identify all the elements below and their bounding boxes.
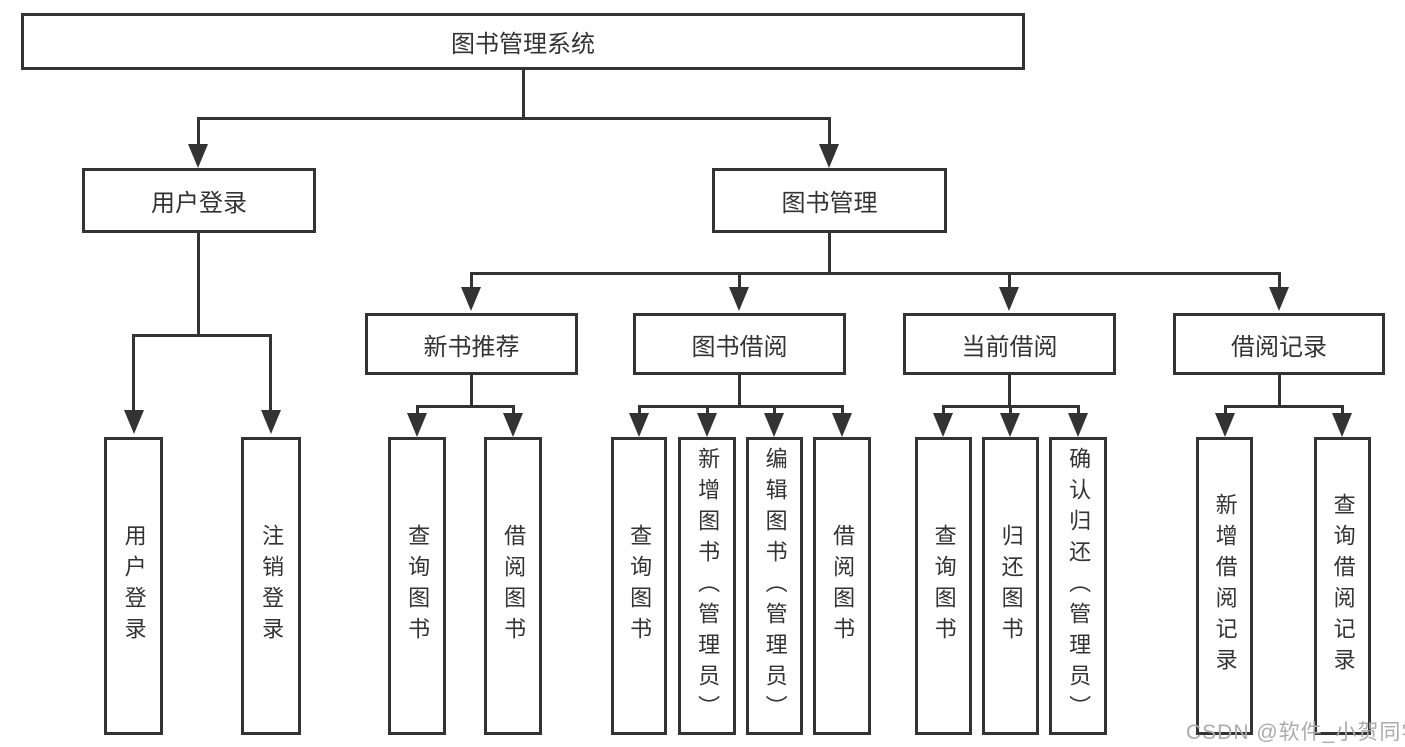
arrow-down-icon bbox=[933, 413, 953, 437]
arrow-down-icon bbox=[1332, 413, 1352, 437]
arrow-down-icon bbox=[629, 413, 649, 437]
connector-line bbox=[828, 233, 831, 274]
node-borrowing-records: 借阅记录 bbox=[1173, 313, 1385, 375]
arrow-down-icon bbox=[697, 413, 717, 437]
connector-line bbox=[1008, 272, 1011, 289]
arrow-down-icon bbox=[124, 410, 144, 434]
arrow-down-icon bbox=[188, 144, 208, 168]
connector-line bbox=[738, 375, 741, 408]
leaf-query-books-current: 查询图书 bbox=[915, 437, 972, 735]
connector-line bbox=[470, 272, 473, 289]
arrow-down-icon bbox=[1068, 413, 1088, 437]
connector-line bbox=[269, 334, 272, 412]
node-library-system: 图书管理系统 bbox=[21, 13, 1025, 70]
leaf-add-borrow-record: 新增借阅记录 bbox=[1196, 437, 1253, 735]
node-new-book-recommend: 新书推荐 bbox=[365, 313, 578, 375]
connector-line bbox=[638, 405, 641, 415]
node-current-borrowing: 当前借阅 bbox=[903, 313, 1116, 375]
arrow-down-icon bbox=[729, 287, 749, 311]
leaf-edit-book-admin: 编辑图书（管理员） bbox=[746, 437, 803, 735]
connector-line bbox=[828, 117, 831, 146]
connector-line bbox=[1077, 405, 1080, 415]
arrow-down-icon bbox=[503, 413, 523, 437]
leaf-borrow-books: 借阅图书 bbox=[813, 437, 871, 735]
arrow-down-icon bbox=[764, 413, 784, 437]
connector-line bbox=[197, 117, 831, 120]
connector-line bbox=[470, 272, 1281, 275]
connector-line bbox=[773, 405, 776, 415]
connector-line bbox=[512, 405, 515, 415]
connector-line bbox=[522, 70, 525, 118]
connector-line bbox=[1224, 405, 1227, 415]
arrow-down-icon bbox=[832, 413, 852, 437]
leaf-user-login: 用户登录 bbox=[104, 437, 163, 735]
node-book-borrowing: 图书借阅 bbox=[633, 313, 846, 375]
connector-line bbox=[197, 117, 200, 146]
arrow-down-icon bbox=[261, 410, 281, 434]
connector-line bbox=[132, 334, 135, 412]
connector-line bbox=[706, 405, 709, 415]
connector-line bbox=[470, 375, 473, 408]
connector-line bbox=[942, 405, 945, 415]
arrow-down-icon bbox=[1269, 287, 1289, 311]
connector-line bbox=[416, 405, 419, 415]
arrow-down-icon bbox=[407, 413, 427, 437]
connector-line bbox=[1278, 375, 1281, 408]
leaf-borrow-books-recommend: 借阅图书 bbox=[484, 437, 542, 735]
connector-line bbox=[416, 405, 515, 408]
node-user-login: 用户登录 bbox=[82, 168, 316, 233]
leaf-return-book: 归还图书 bbox=[982, 437, 1039, 735]
connector-line bbox=[1278, 272, 1281, 289]
connector-line bbox=[738, 272, 741, 289]
leaf-query-books-borrowing: 查询图书 bbox=[611, 437, 667, 735]
connector-line bbox=[638, 405, 844, 408]
connector-line bbox=[197, 233, 200, 336]
connector-line bbox=[841, 405, 844, 415]
arrow-down-icon bbox=[1000, 413, 1020, 437]
connector-line bbox=[1008, 375, 1011, 408]
arrow-down-icon bbox=[461, 287, 481, 311]
leaf-add-book-admin: 新增图书（管理员） bbox=[678, 437, 736, 735]
leaf-logout: 注销登录 bbox=[241, 437, 301, 735]
connector-line bbox=[1224, 405, 1344, 408]
connector-line bbox=[132, 334, 272, 337]
leaf-query-borrow-record: 查询借阅记录 bbox=[1314, 437, 1371, 735]
connector-line bbox=[1341, 405, 1344, 415]
leaf-confirm-return-admin: 确认归还（管理员） bbox=[1049, 437, 1107, 735]
arrow-down-icon bbox=[1215, 413, 1235, 437]
node-book-management: 图书管理 bbox=[712, 168, 947, 233]
leaf-query-books-recommend: 查询图书 bbox=[388, 437, 446, 735]
csdn-watermark: CSDN @软件_小贺同学 bbox=[1186, 721, 1405, 744]
arrow-down-icon bbox=[999, 287, 1019, 311]
connector-line bbox=[1009, 405, 1012, 415]
arrow-down-icon bbox=[819, 144, 839, 168]
